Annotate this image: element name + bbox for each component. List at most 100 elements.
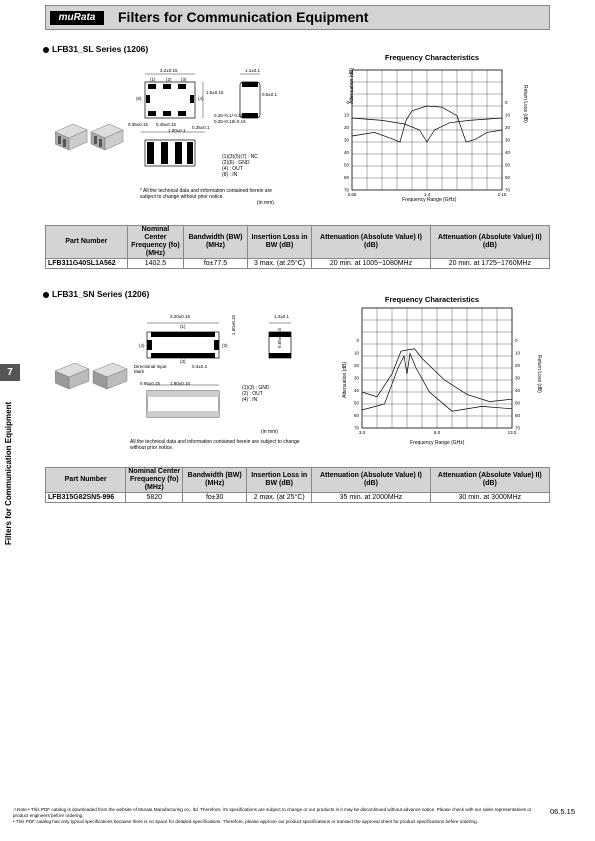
dim-length: 3.2±0.15: [160, 68, 178, 73]
y-tick-right: 70: [505, 188, 511, 193]
x-tick: 0.65: [348, 192, 357, 197]
dim-thick: 0.5±0.1: [262, 92, 277, 97]
y-tick-left: 70: [344, 188, 350, 193]
x-tick: 2.15: [498, 192, 507, 197]
y-tick-right: 60: [515, 413, 521, 418]
y-tick-left: 30: [354, 375, 360, 380]
attenuation-curve: [351, 105, 503, 143]
terminal-6: (6): [166, 111, 172, 116]
dim-width: 1.1±0.1: [245, 68, 260, 73]
return-loss-curve: [351, 117, 503, 143]
dim-pad6: 0.25+0.15/-0.15: [214, 119, 246, 124]
y-tick-right: 50: [515, 400, 521, 405]
chapter-vertical-label: Filters for Communication Equipment: [4, 401, 13, 545]
cell-insertion-loss: 3 max. (at 25°C): [246, 258, 313, 269]
section1-title-text: LFB31_SL Series (1206): [52, 44, 149, 54]
dim2-side: 0.65±0.15: [277, 328, 282, 348]
y-tick-right: 30: [505, 137, 511, 142]
terminal2-2: (2): [222, 343, 228, 348]
col-center-frequency: Nominal Center Frequency (fo) (MHz): [126, 225, 185, 259]
terminal-7: (7): [150, 111, 156, 116]
y-tick-left: 70: [354, 426, 360, 431]
pin-in: (8) : IN: [222, 172, 238, 178]
chart2-ylabel-right: Return Loss (dB): [536, 355, 542, 393]
pin2-out: (2) : OUT: [242, 391, 263, 397]
terminal2-4: (4): [139, 343, 145, 348]
terminal2-1: (1): [180, 324, 186, 329]
y-tick-right: 20: [505, 125, 511, 130]
y-tick-right: 50: [505, 162, 511, 167]
dim-pad2: 0.45±0.15: [156, 122, 176, 127]
dim-pad4: 0.25±0.1: [192, 125, 210, 130]
cell-insertion-loss: 2 max. (at 25°C): [246, 492, 313, 503]
y-tick-left: 0: [346, 100, 349, 105]
section1-unit: (in mm): [257, 200, 274, 206]
murata-logo: muRata: [50, 11, 104, 25]
page-title: Filters for Communication Equipment: [118, 9, 369, 25]
chart1-xlabel: Frequency Range (GHz): [402, 197, 457, 203]
x-tick: 13.0: [508, 430, 517, 435]
col-attenuation-1: Attenuation (Absolute Value) I) (dB): [311, 467, 431, 493]
col-part-number: Part Number: [44, 467, 127, 493]
terminal-3: (3): [181, 77, 187, 82]
section2-title: LFB31_SN Series (1206): [43, 289, 149, 299]
y-tick-left: 30: [344, 137, 350, 142]
spec-table-1: Part Number Nominal Center Frequency (fo…: [45, 225, 551, 269]
y-tick-left: 60: [354, 413, 360, 418]
dim-height: 1.6±0.15: [206, 90, 224, 95]
y-tick-left: 40: [354, 388, 360, 393]
section2-unit: (in mm): [261, 429, 278, 435]
cell-attenuation-2: 20 min. at 1725~1760MHz: [429, 258, 551, 269]
y-tick-left: 10: [344, 112, 350, 117]
cell-attenuation-2: 30 min. at 3000MHz: [429, 492, 551, 503]
y-tick-right: 70: [515, 426, 521, 431]
chart2-title: Frequency Characteristics: [384, 295, 480, 304]
chip-photo-3: [55, 362, 90, 390]
col-insertion-loss: Insertion Loss in BW (dB): [246, 467, 313, 493]
y-tick-right: 40: [515, 388, 521, 393]
cell-attenuation-1: 35 min. at 2000MHz: [311, 492, 431, 503]
col-bandwidth: Bandwidth (BW) (MHz): [183, 225, 248, 259]
col-bandwidth: Bandwidth (BW) (MHz): [182, 467, 248, 493]
y-tick-right: 20: [515, 363, 521, 368]
section1-note: * All the technical data and information…: [140, 188, 273, 200]
x-tick: 8.0: [434, 430, 441, 435]
chart2-ylabel-left: Attenuation (dB): [342, 361, 348, 398]
table-row: LFB311G40SL1A562 1402.5 fo±77.5 3 max. (…: [45, 258, 551, 269]
y-tick-left: 60: [344, 175, 350, 180]
y-tick-left: 40: [344, 150, 350, 155]
section2-dimension-drawing: [55, 322, 292, 418]
dim2-pad2: 1.90±0.15: [170, 381, 190, 386]
pin2-gnd: (1)(3) : GND: [242, 385, 270, 391]
pin-gnd: (2)(6) : GND: [222, 160, 250, 166]
y-tick-left: 50: [344, 162, 350, 167]
direction-mark-label: Directional Input Mark: [134, 364, 167, 374]
dim2-pad: 0.3±0.2: [192, 364, 207, 369]
y-tick-right: 30: [515, 375, 521, 380]
y-tick-right: 60: [505, 175, 511, 180]
bullet-icon: [43, 291, 49, 298]
col-attenuation-2: Attenuation (Absolute Value) II) (dB): [429, 225, 551, 259]
table-row: LFB315G82SN5-996 5820 fo±30 2 max. (at 2…: [44, 492, 551, 503]
cell-center-frequency: 1402.5: [126, 258, 185, 269]
terminal-2: (2): [166, 77, 172, 82]
y-tick-left: 20: [354, 363, 360, 368]
y-tick-left: 20: [344, 125, 350, 130]
cell-bandwidth: fo±77.5: [183, 258, 248, 269]
attenuation-curve: [361, 348, 513, 402]
dim2-width: 1.2±0.1: [274, 314, 289, 319]
cell-bandwidth: fo±30: [182, 492, 248, 503]
chapter-tab[interactable]: 7: [0, 364, 20, 381]
terminal2-3: (3): [180, 359, 186, 364]
col-insertion-loss: Insertion Loss in BW (dB): [246, 225, 313, 259]
y-tick-right: 0: [515, 338, 518, 343]
section2-note: All the technical data and information c…: [130, 439, 300, 451]
col-part-number: Part Number: [45, 225, 128, 259]
y-tick-right: 40: [505, 150, 511, 155]
cell-attenuation-1: 20 min. at 1005~1080MHz: [311, 258, 431, 269]
footer-line-2: • This PDF catalog has only typical spec…: [13, 819, 478, 824]
bullet-icon: [43, 46, 49, 53]
spec-table-2: Part Number Nominal Center Frequency (fo…: [44, 467, 551, 503]
x-tick: 1.4: [424, 192, 431, 197]
pin2-in: (4) : IN: [242, 397, 258, 403]
